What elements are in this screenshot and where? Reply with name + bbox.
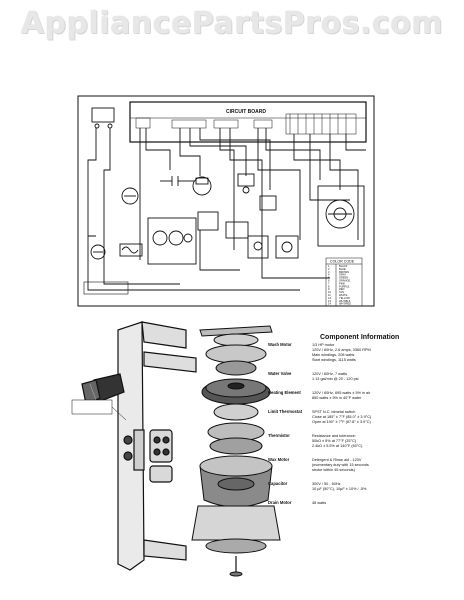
color-code-name: PINK <box>339 281 345 285</box>
circuit-board-label: CIRCUIT BOARD <box>226 109 266 115</box>
door-latch-assembly <box>71 321 197 571</box>
color-code-name: BLACK <box>339 264 348 268</box>
color-code-number: 9 <box>328 287 330 291</box>
component-spec: 120V / 60Hz, 7 watts <box>312 372 347 376</box>
color-code-name: TAN <box>339 290 344 294</box>
color-code-rows: COLOR CODE 1 BLACK 2 BLUE 3 BROWN 4 GRAY 5 GREEN 6… <box>328 260 355 306</box>
door-switch-bottom <box>90 244 106 260</box>
component-spec: SPST N.C. bimetal switch <box>312 410 355 414</box>
component-spec: Main windings, 208 watts <box>312 353 355 357</box>
sensor-thermistor <box>317 185 365 247</box>
component-name: Thermistor <box>268 433 290 438</box>
color-code-name: WHITE <box>339 293 348 297</box>
color-code-number: 11 <box>328 293 331 297</box>
component-spec: 1.13 gal/min @ 20 - 120 psi <box>312 377 359 381</box>
component-name: Wax Motor <box>268 457 290 462</box>
color-code-name: WHT/BLK <box>339 299 351 303</box>
color-code-number: 1 <box>328 264 330 268</box>
inlet-valve <box>237 173 255 194</box>
component-name: Water Valve <box>268 371 292 376</box>
wax-motor <box>197 211 219 231</box>
component-spec: 1/3 HP motor <box>312 343 335 347</box>
color-code-number: 10 <box>328 290 331 294</box>
component-spec: 850 watts ± 5% in 40°F water <box>312 396 362 400</box>
component-name: Heating Element <box>268 390 301 395</box>
component-spec: (momentary duty with 15 seconds <box>312 463 369 467</box>
component-spec: 10 µF (50°C), 10µF ± 10% / -5% <box>312 487 367 491</box>
drain-motor <box>192 176 212 196</box>
color-code-name: RED <box>339 287 345 291</box>
component-spec: Close at 185° ± 7°F (85.0° ± 3.9°C) <box>312 415 372 419</box>
component-name: Limit Thermostat <box>268 409 303 414</box>
color-code-number: 4 <box>328 273 330 277</box>
component-info-title: Component Information <box>320 334 399 341</box>
vent-fan <box>275 235 299 259</box>
component-name: Drain Motor <box>268 500 292 505</box>
color-code-header: COLOR CODE <box>330 260 355 264</box>
color-code-number: 5 <box>328 276 330 280</box>
color-code-number: 14 <box>328 302 331 306</box>
color-code-number: 12 <box>328 296 331 300</box>
color-code-number: 6 <box>328 279 330 283</box>
detergent-module <box>225 221 249 239</box>
color-code-name: BROWN <box>339 270 349 274</box>
heater-element <box>119 243 143 257</box>
motor-capacitor <box>160 176 194 186</box>
component-spec: 120V / 60Hz, 2.6 amps, 3360 RPM <box>312 348 371 352</box>
wash-motor <box>147 217 197 265</box>
door-switch-top <box>91 107 115 129</box>
component-spec: 2.4kΩ ± 5.5% at 140°F (60°C) <box>312 444 363 448</box>
component-spec: 50kΩ ± 5% at 77°F (25°C) <box>312 439 357 443</box>
board-connectors <box>135 113 357 135</box>
notes-box <box>83 281 129 295</box>
component-spec: 48 watts <box>312 501 326 505</box>
component-spec: 120V / 60Hz, 695 watts ± 5% in air <box>312 391 371 395</box>
diagram-frame <box>77 95 375 307</box>
component-spec: Open at 190° ± 7°F (87.8° ± 3.9°C) <box>312 420 372 424</box>
watermark-logo: AppliancePartsPros.com <box>20 6 444 41</box>
color-code-name: BLUE <box>339 267 346 271</box>
color-code-number: 8 <box>328 284 330 288</box>
color-code-number: 13 <box>328 299 331 303</box>
component-name: Wash Motor <box>268 342 292 347</box>
color-code-number: 7 <box>328 281 330 285</box>
wash-arm-pump-assembly <box>191 325 281 577</box>
color-code-number: 3 <box>328 270 330 274</box>
float-switch <box>259 195 277 211</box>
wiring-diagram <box>77 95 375 307</box>
circuit-board <box>129 101 367 143</box>
component-name: Capacitor <box>268 481 288 486</box>
component-spec: Detergent & Rinse aid - 120V <box>312 458 362 462</box>
component-spec: stroke within 45 seconds) <box>312 468 356 472</box>
color-code-name: YELLOW <box>339 296 350 300</box>
color-code-name: ORANGE <box>339 279 351 283</box>
color-code-name: WHT/RED <box>339 302 351 306</box>
color-code-name: GREEN <box>339 276 348 280</box>
color-code-name: GRAY <box>339 273 346 277</box>
limit-thermostat <box>121 187 139 205</box>
color-code-table <box>325 257 363 307</box>
color-code-number: 2 <box>328 267 330 271</box>
drain-valve <box>247 235 269 259</box>
component-spec: Start windings, 1115 watts <box>312 358 356 362</box>
component-spec: Resistance and tolerance: <box>312 434 356 438</box>
color-code-name: PURPLE <box>339 284 350 288</box>
component-spec: 300V / 50 - 60Hz <box>312 482 341 486</box>
